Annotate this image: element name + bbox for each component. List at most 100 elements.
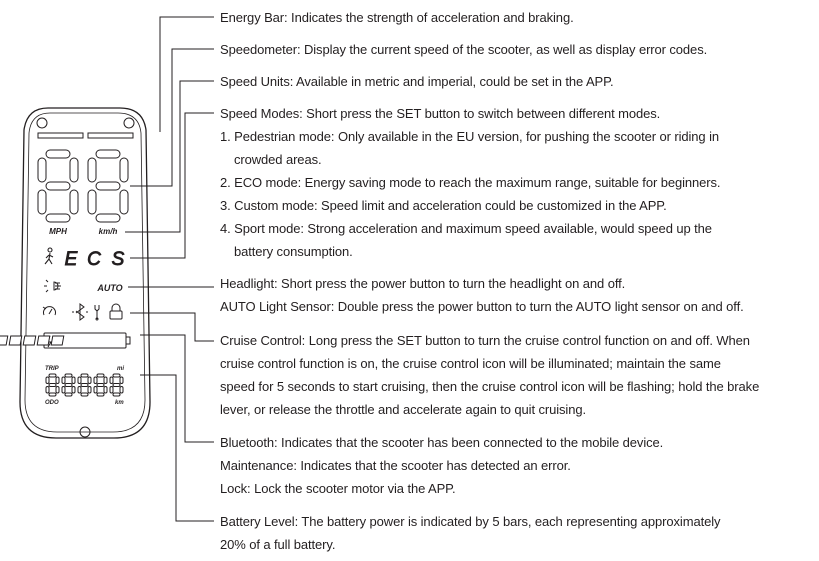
- battery-bar: [8, 335, 23, 346]
- speed-mode-row: E C S: [44, 247, 125, 270]
- digit-segment: [93, 386, 98, 394]
- energy-bar: [37, 132, 134, 139]
- battery-bar: [22, 335, 37, 346]
- leader-speed-units: [125, 80, 214, 233]
- odo-label: ODO: [45, 400, 59, 406]
- digit-segment: [69, 189, 79, 215]
- headlight-icon: [44, 279, 61, 293]
- odo-digit: [109, 373, 124, 397]
- unit-kmh-label: km/h: [99, 227, 118, 236]
- leader-battery-level: [140, 374, 214, 522]
- digit-segment: [71, 386, 76, 394]
- headlight-description: Headlight: Short press the power button …: [220, 276, 744, 314]
- unit-mph-label: MPH: [49, 227, 67, 236]
- digit-segment: [109, 376, 114, 384]
- display-housing: [19, 107, 151, 439]
- digit-segment: [77, 376, 82, 384]
- digit-segment: [95, 149, 121, 159]
- digit-segment: [45, 376, 50, 384]
- trip-label: TRIP: [45, 366, 60, 372]
- trip-odo-digits: [45, 373, 124, 397]
- speedometer-description: Speedometer: Display the current speed o…: [220, 42, 708, 57]
- battery-bar: [36, 335, 51, 346]
- battery-gauge: [0, 332, 131, 349]
- leader-speed-modes: [130, 112, 214, 259]
- digit-segment: [87, 386, 92, 394]
- km-label: km: [115, 400, 124, 406]
- digit-segment: [119, 376, 124, 384]
- digit-segment: [55, 376, 60, 384]
- bluetooth-description: Bluetooth: Indicates that the scooter ha…: [220, 435, 664, 496]
- digit-segment: [55, 386, 60, 394]
- speed-modes-description: Speed Modes: Short press the SET button …: [220, 106, 721, 259]
- odo-digit: [77, 373, 92, 397]
- odo-digit: [45, 373, 60, 397]
- mode-letter-custom: C: [87, 249, 101, 270]
- digit-segment: [48, 373, 57, 378]
- speed-digit-tens: [37, 149, 79, 223]
- speedometer-digits: [37, 149, 129, 223]
- mi-label: mi: [117, 366, 124, 372]
- digit-segment: [48, 392, 57, 397]
- digit-segment: [45, 386, 50, 394]
- lock-icon: [109, 303, 123, 320]
- digit-segment: [48, 383, 57, 387]
- digit-segment: [109, 386, 114, 394]
- digit-segment: [64, 373, 73, 378]
- digit-segment: [96, 373, 105, 378]
- energy-bar-description: Energy Bar: Indicates the strength of ac…: [220, 10, 574, 25]
- leader-speedometer: [130, 48, 214, 187]
- bluetooth-icon: [72, 303, 88, 321]
- digit-segment: [93, 376, 98, 384]
- digit-segment: [71, 376, 76, 384]
- digit-segment: [95, 213, 121, 223]
- digit-segment: [37, 157, 47, 183]
- speed-units-description: Speed Units: Available in metric and imp…: [220, 74, 614, 89]
- leader-bluetooth: [140, 334, 214, 443]
- mode-letter-eco: E: [65, 249, 78, 270]
- auto-light-label: AUTO: [96, 283, 122, 293]
- battery-bar: [0, 335, 9, 346]
- maintenance-icon: [94, 305, 100, 321]
- digit-segment: [119, 189, 129, 215]
- mode-letter-sport: S: [112, 249, 125, 270]
- digit-segment: [77, 386, 82, 394]
- digit-segment: [61, 376, 66, 384]
- digit-segment: [69, 157, 79, 183]
- pedestrian-icon: [44, 247, 54, 265]
- digit-segment: [103, 376, 108, 384]
- digit-segment: [87, 157, 97, 183]
- leader-cruise-control: [130, 312, 214, 342]
- battery-bar: [50, 335, 65, 346]
- digit-segment: [119, 386, 124, 394]
- digit-segment: [80, 392, 89, 397]
- digit-segment: [96, 383, 105, 387]
- digit-segment: [64, 392, 73, 397]
- speed-digit-ones: [87, 149, 129, 223]
- digit-segment: [112, 373, 121, 378]
- digit-segment: [80, 383, 89, 387]
- cruise-control-icon: [42, 306, 56, 316]
- digit-segment: [45, 213, 71, 223]
- leader-energy-bar: [159, 16, 214, 132]
- digit-segment: [95, 181, 121, 191]
- digit-segment: [61, 386, 66, 394]
- battery-level-description: Battery Level: The battery power is indi…: [220, 514, 721, 552]
- odo-digit: [93, 373, 108, 397]
- digit-segment: [103, 386, 108, 394]
- digit-segment: [80, 373, 89, 378]
- digit-segment: [112, 392, 121, 397]
- digit-segment: [96, 392, 105, 397]
- leader-lines: [125, 16, 214, 522]
- digit-segment: [37, 189, 47, 215]
- digit-segment: [119, 157, 129, 183]
- digit-segment: [45, 181, 71, 191]
- battery-bars: [0, 335, 65, 346]
- digit-segment: [64, 383, 73, 387]
- digit-segment: [87, 189, 97, 215]
- digit-segment: [45, 149, 71, 159]
- odo-digit: [61, 373, 76, 397]
- digit-segment: [87, 376, 92, 384]
- cruise-control-description: Cruise Control: Long press the SET butto…: [220, 333, 760, 417]
